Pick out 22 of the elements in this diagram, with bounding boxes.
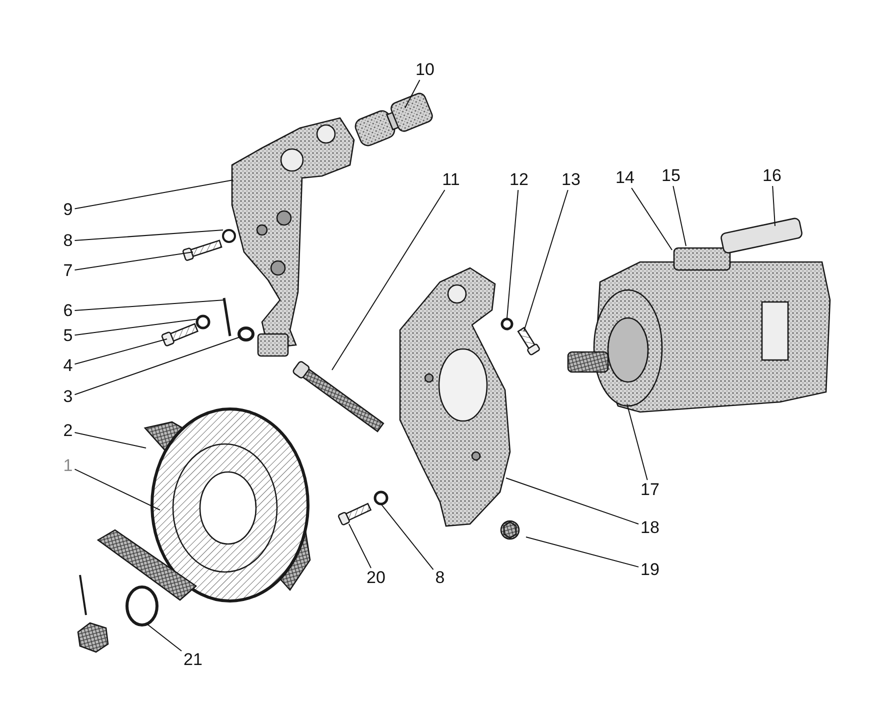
leader-line [74,432,146,448]
leader-line [404,80,420,108]
leader-line [631,188,672,250]
leader-line [772,186,776,226]
leader-line [74,252,194,270]
leader-line [74,318,198,336]
leader-line [526,536,640,568]
leader-line [524,190,568,332]
leader-line [74,300,224,312]
leader-line [74,336,240,396]
leader-line [506,190,519,318]
leader-line [672,186,686,246]
leader-line [74,230,224,242]
leader-line [74,338,168,365]
leader-line [332,190,446,370]
leader-line [348,524,372,568]
leader-line [74,180,234,210]
leader-line [380,504,434,570]
leader-line [74,468,160,510]
leader-line [146,624,182,652]
leader-line [626,404,648,480]
leader-line [506,478,640,525]
